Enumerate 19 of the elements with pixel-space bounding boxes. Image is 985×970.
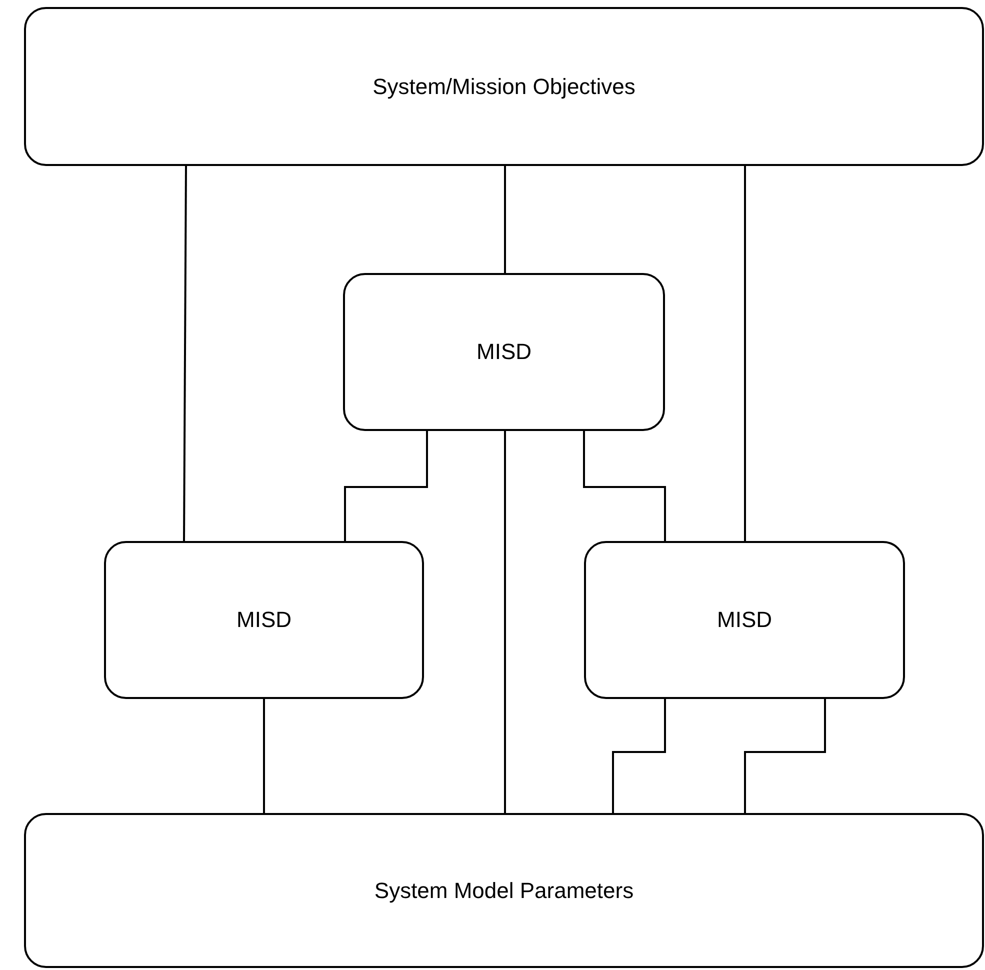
connector-line	[504, 431, 506, 813]
connector-line	[344, 431, 428, 541]
box-label: System Model Parameters	[374, 878, 634, 904]
box-label: MISD	[236, 607, 292, 633]
box-label: MISD	[717, 607, 772, 633]
box-label: MISD	[476, 339, 532, 365]
rounded-box	[584, 541, 905, 699]
connector-line	[744, 166, 746, 541]
rounded-box	[343, 273, 665, 431]
connector-line	[583, 431, 666, 541]
rounded-box	[24, 813, 984, 968]
connector-line	[504, 166, 506, 273]
rounded-box	[104, 541, 424, 699]
connector-line	[183, 166, 187, 541]
connector-line	[263, 699, 265, 813]
rounded-box	[24, 7, 984, 166]
connector-line	[612, 699, 666, 813]
connector-line	[744, 699, 826, 813]
box-label: System/Mission Objectives	[372, 74, 636, 100]
